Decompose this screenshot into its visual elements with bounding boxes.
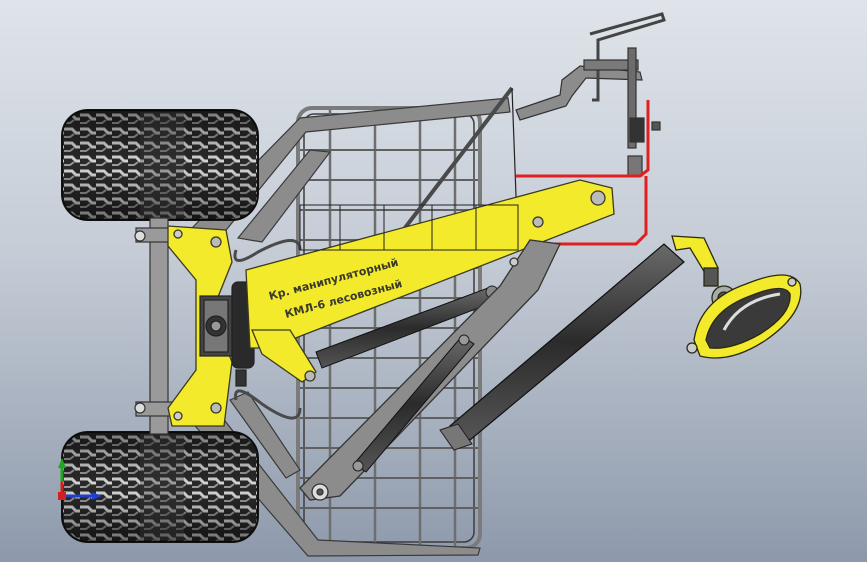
wheel-bottom[interactable]: [61, 431, 259, 543]
main-boom[interactable]: [245, 179, 615, 383]
extension-boom[interactable]: [439, 243, 685, 451]
jib-arm[interactable]: [299, 239, 561, 501]
support-rod: [386, 86, 514, 252]
grapple[interactable]: [671, 235, 802, 359]
control-post[interactable]: [515, 12, 666, 177]
axle[interactable]: [134, 217, 183, 435]
hydraulic-lines: [516, 100, 650, 246]
orientation-triad: [58, 458, 102, 500]
jib-cylinder[interactable]: [352, 334, 475, 473]
wheel-top[interactable]: [61, 109, 259, 221]
